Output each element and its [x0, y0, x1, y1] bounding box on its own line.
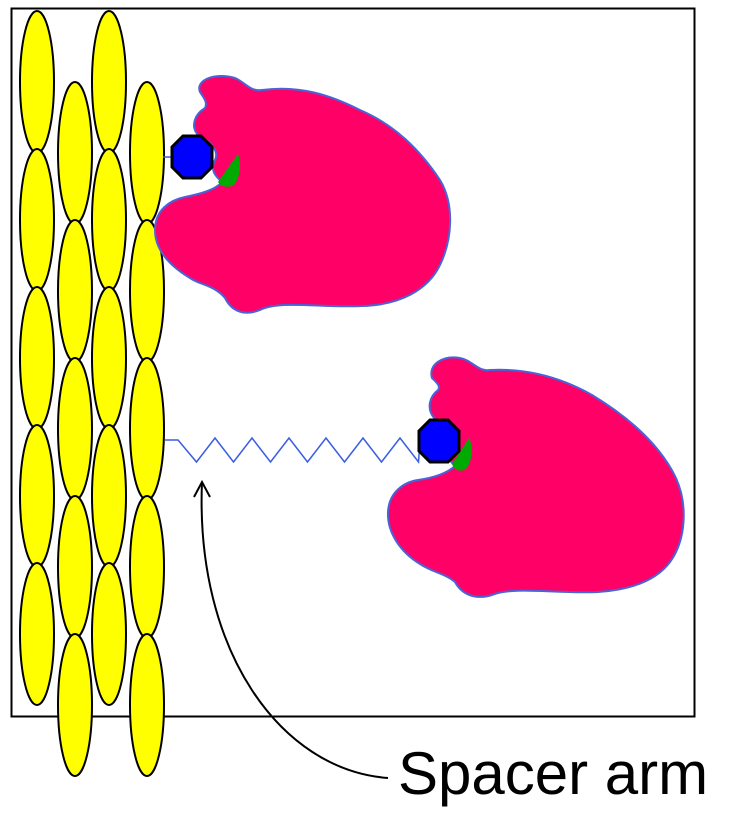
spacer-arm-label: Spacer arm	[398, 744, 708, 804]
support-bead	[20, 425, 54, 567]
ligand-bottom	[419, 420, 459, 462]
support-bead	[130, 496, 164, 638]
support-bead	[92, 11, 126, 153]
support-bead	[58, 634, 92, 776]
support-bead	[130, 358, 164, 500]
support-bead	[130, 82, 164, 224]
support-bead	[58, 220, 92, 362]
support-bead	[58, 358, 92, 500]
support-bead	[20, 287, 54, 429]
support-bead	[92, 149, 126, 291]
support-bead	[20, 149, 54, 291]
support-bead	[20, 11, 54, 153]
support-bead	[92, 287, 126, 429]
support-bead	[130, 634, 164, 776]
support-bead	[58, 82, 92, 224]
support-bead	[92, 563, 126, 705]
support-bead	[20, 563, 54, 705]
support-bead	[92, 425, 126, 567]
ligand-top	[172, 136, 212, 178]
support-bead	[58, 496, 92, 638]
